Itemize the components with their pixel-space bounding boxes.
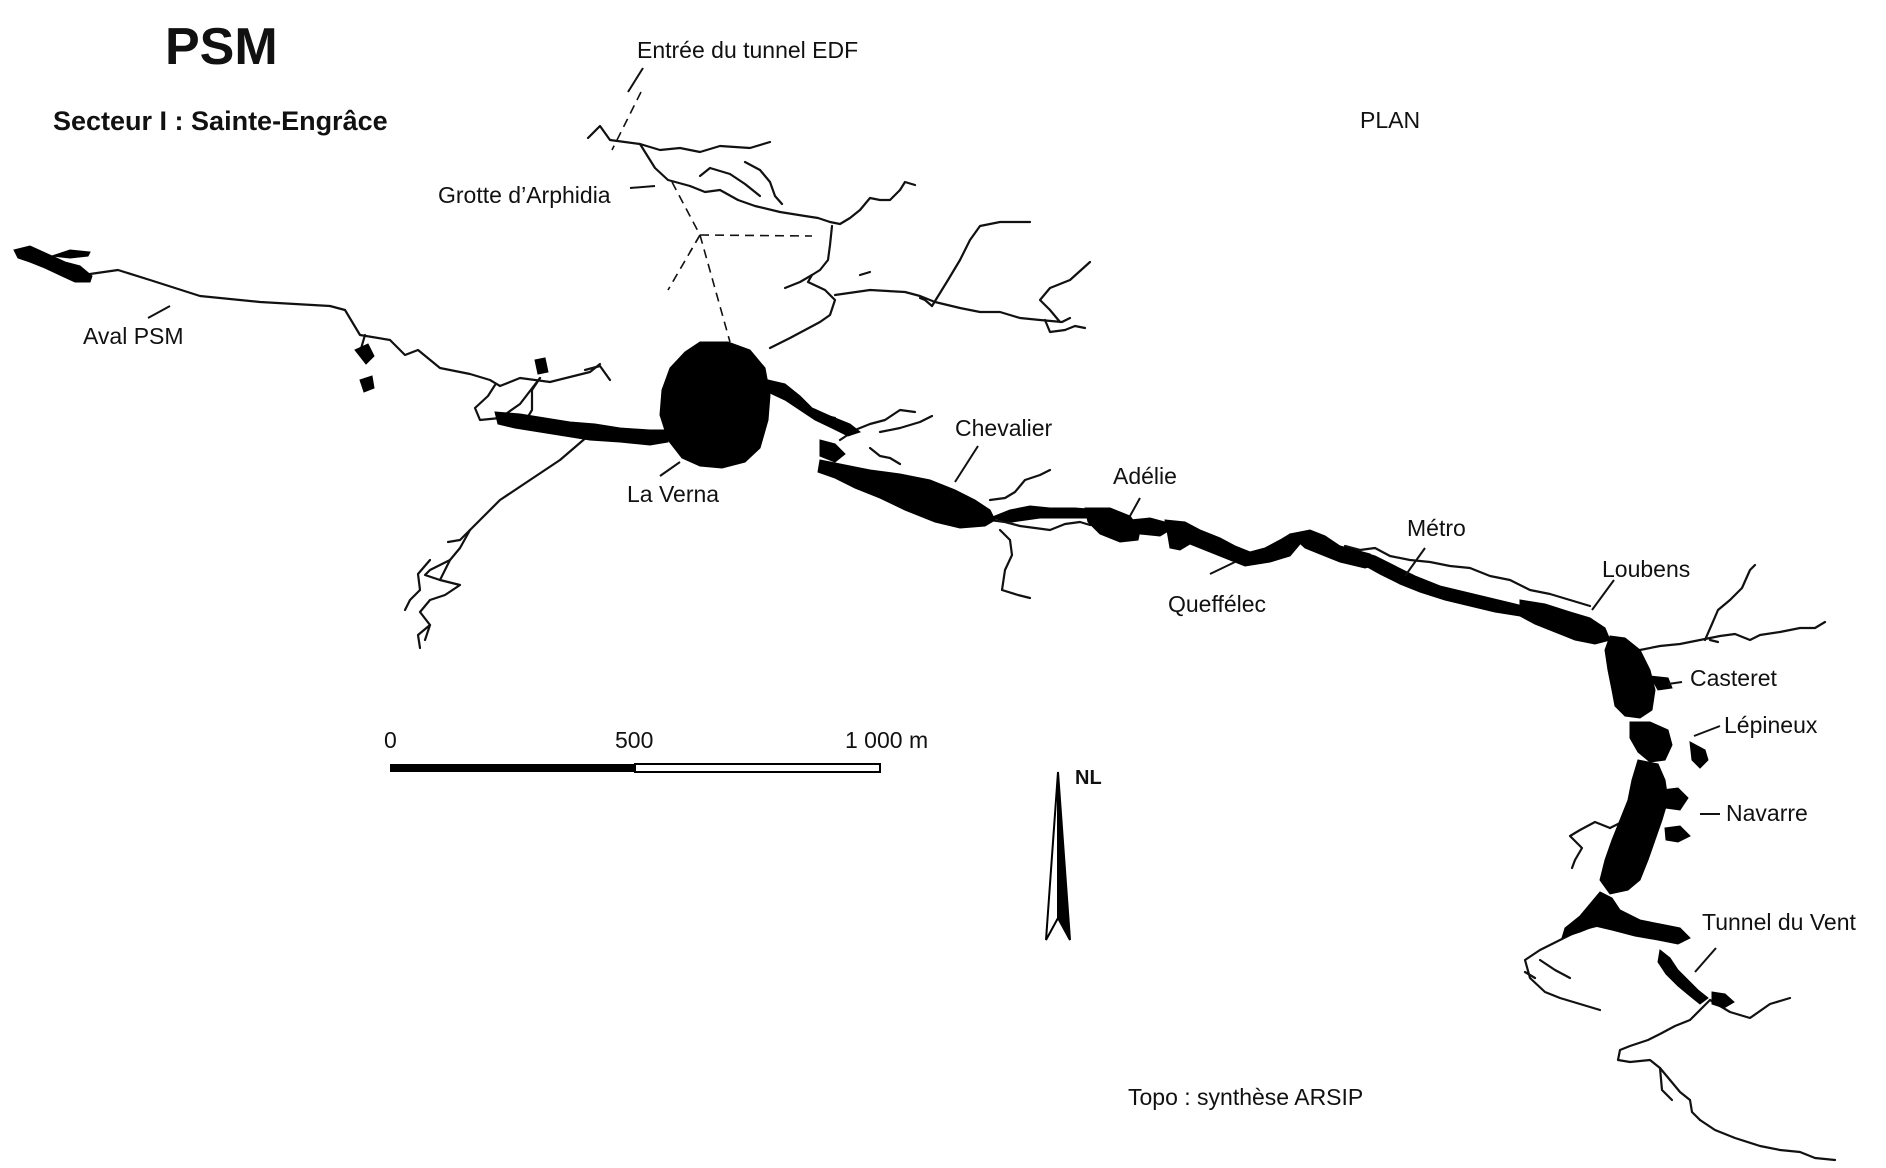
scale-label-1000: 1 000 m (845, 727, 928, 753)
label-tunnel-du-vent: Tunnel du Vent (1702, 909, 1856, 935)
label-chevalier: Chevalier (955, 415, 1052, 441)
place-labels: Entrée du tunnel EDF Grotte d’Arphidia A… (83, 37, 1856, 935)
map-subtitle: Secteur I : Sainte-Engrâce (53, 106, 388, 136)
north-label: NL (1075, 767, 1102, 789)
chamber-adelie (1084, 507, 1141, 543)
scale-bar-solid (390, 764, 635, 772)
label-casteret: Casteret (1690, 665, 1778, 691)
north-arrow-left (1045, 771, 1059, 941)
view-label: PLAN (1360, 107, 1420, 133)
chamber-casteret (1604, 635, 1656, 719)
chamber-loubens (1519, 599, 1611, 645)
chamber-lepineux (1629, 721, 1673, 763)
map-title: PSM (165, 18, 278, 76)
north-arrow-right (1057, 771, 1071, 941)
survey-credit: Topo : synthèse ARSIP (1128, 1084, 1363, 1110)
chamber-la-verna (659, 341, 771, 469)
chamber-metro (1354, 549, 1532, 617)
cave-chambers (13, 245, 1735, 1009)
label-arphidia: Grotte d’Arphidia (438, 182, 611, 208)
chamber-tunnel-du-vent (1561, 891, 1691, 945)
label-metro: Métro (1407, 515, 1466, 541)
label-edf-tunnel: Entrée du tunnel EDF (637, 37, 858, 63)
label-aval-psm: Aval PSM (83, 323, 184, 349)
scale-bar-open (634, 763, 881, 773)
cave-passages (88, 124, 1837, 1162)
label-la-verna: La Verna (627, 481, 719, 507)
north-arrow: NL (1045, 767, 1102, 941)
label-queffelec: Queffélec (1168, 591, 1266, 617)
chamber-verna-corridor (494, 411, 669, 446)
label-lepineux: Lépineux (1724, 712, 1818, 738)
chamber-queffelec (1164, 519, 1301, 567)
scale-label-0: 0 (384, 727, 397, 753)
label-adelie: Adélie (1113, 463, 1177, 489)
leader-lines (147, 67, 1721, 973)
chamber-chevalier (817, 459, 996, 529)
label-navarre: Navarre (1726, 800, 1808, 826)
scale-bar: 0 500 1 000 m (384, 727, 928, 773)
dashed-links (611, 91, 813, 343)
label-loubens: Loubens (1602, 556, 1690, 582)
scale-label-500: 500 (615, 727, 653, 753)
